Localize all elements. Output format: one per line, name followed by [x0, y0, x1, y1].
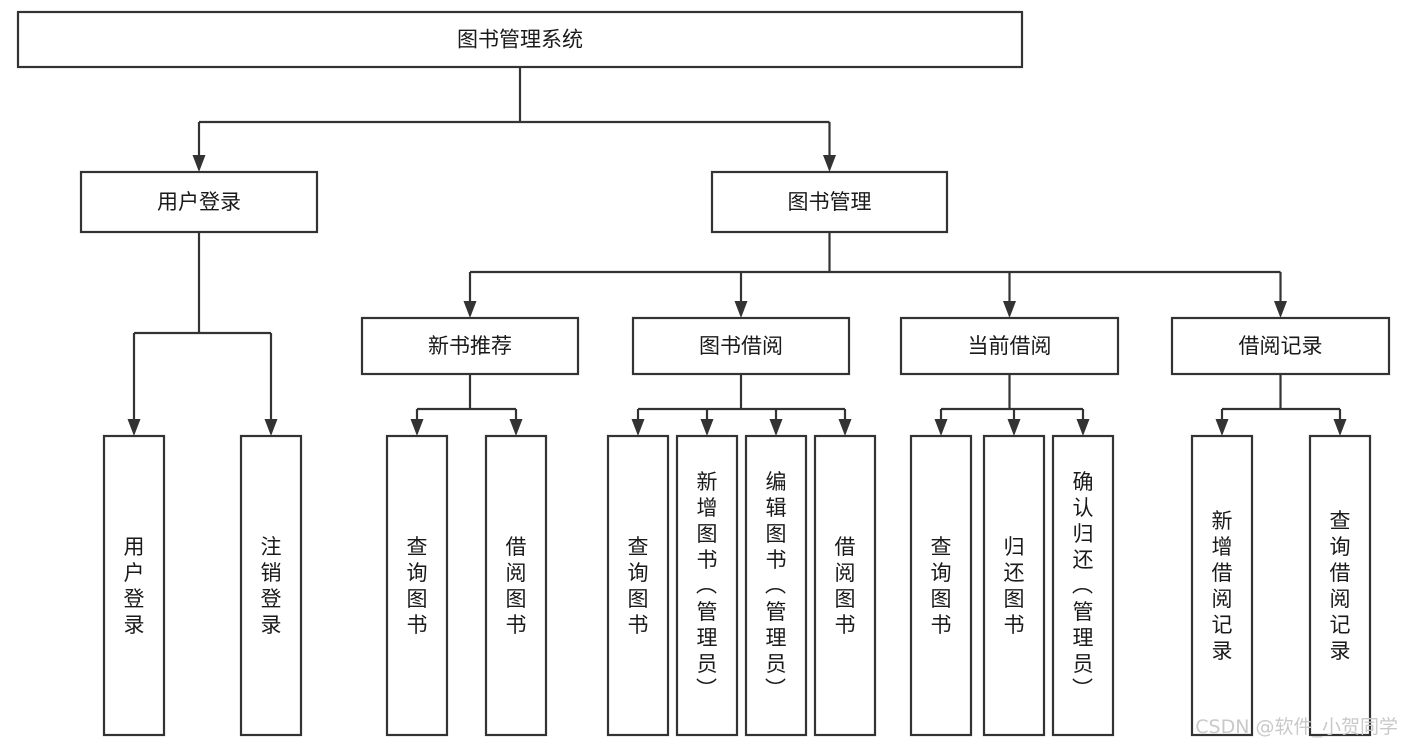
arrow-head [1007, 419, 1021, 436]
node-add-borrow-record[interactable]: 新增借阅记录 [1190, 434, 1254, 737]
arrow-head [410, 419, 424, 436]
arrow-head [127, 419, 141, 436]
node-box-query-book-3 [909, 434, 973, 737]
node-label-user-login-do: 用户登录 [124, 535, 145, 637]
arrow-head [734, 301, 748, 318]
nodes-layer: 图书管理系统用户登录图书管理用户登录注销登录新书推荐查询图书借阅图书图书借阅查询… [16, 10, 1391, 737]
node-label-add-book-admin: 新增图书（管理员） [696, 470, 718, 702]
node-box-return-book [982, 434, 1046, 737]
node-box-user-login-do [102, 434, 166, 737]
node-label-book-borrow: 图书借阅 [699, 334, 783, 358]
node-borrow-book-2[interactable]: 借阅图书 [813, 434, 877, 737]
node-label-new-book-recommend: 新书推荐 [428, 334, 512, 358]
node-label-query-book-2: 查询图书 [628, 535, 649, 637]
connectors-layer [127, 67, 1347, 436]
arrow-head [264, 419, 278, 436]
arrow-head [1076, 419, 1090, 436]
node-label-book-manage: 图书管理 [788, 190, 872, 214]
node-borrow-record[interactable]: 借阅记录 [1170, 316, 1391, 376]
node-box-current-borrow [899, 316, 1120, 376]
node-label-edit-book-admin: 编辑图书（管理员） [765, 470, 787, 702]
node-box-query-borrow-record [1308, 434, 1372, 737]
node-box-confirm-return-admin [1051, 434, 1115, 737]
arrow-head [838, 419, 852, 436]
node-box-book-manage [710, 170, 949, 234]
arrow-head [1003, 301, 1016, 318]
node-book-manage[interactable]: 图书管理 [710, 170, 949, 234]
arrow-head [1215, 419, 1229, 436]
node-user-logout[interactable]: 注销登录 [239, 434, 303, 737]
node-label-user-login: 用户登录 [157, 190, 241, 214]
arrow-head [934, 419, 948, 436]
node-query-book-1[interactable]: 查询图书 [385, 434, 449, 737]
arrow-head [192, 155, 206, 172]
node-label-confirm-return-admin: 确认归还（管理员） [1072, 470, 1094, 702]
node-box-user-logout [239, 434, 303, 737]
arrow-head [700, 419, 714, 436]
node-box-root [16, 10, 1024, 69]
node-user-login[interactable]: 用户登录 [79, 170, 319, 234]
node-label-root: 图书管理系统 [457, 28, 583, 52]
node-borrow-book-1[interactable]: 借阅图书 [484, 434, 548, 737]
node-label-current-borrow: 当前借阅 [968, 334, 1052, 358]
arrow-head [769, 419, 783, 436]
node-label-add-borrow-record: 新增借阅记录 [1212, 509, 1233, 663]
node-user-login-do[interactable]: 用户登录 [102, 434, 166, 737]
arrow-head [1333, 419, 1347, 436]
node-label-return-book: 归还图书 [1004, 535, 1025, 637]
node-label-query-book-3: 查询图书 [931, 535, 952, 637]
node-label-query-borrow-record: 查询借阅记录 [1330, 509, 1351, 663]
node-book-borrow[interactable]: 图书借阅 [631, 316, 851, 376]
node-edit-book-admin[interactable]: 编辑图书（管理员） [744, 434, 808, 737]
node-root[interactable]: 图书管理系统 [16, 10, 1024, 69]
arrow-head [1274, 301, 1287, 318]
node-box-add-book-admin [675, 434, 739, 737]
node-current-borrow[interactable]: 当前借阅 [899, 316, 1120, 376]
node-return-book[interactable]: 归还图书 [982, 434, 1046, 737]
node-box-borrow-record [1170, 316, 1391, 376]
node-confirm-return-admin[interactable]: 确认归还（管理员） [1051, 434, 1115, 737]
node-new-book-recommend[interactable]: 新书推荐 [360, 316, 580, 376]
node-label-query-book-1: 查询图书 [407, 535, 428, 637]
node-label-user-logout: 注销登录 [261, 535, 282, 637]
node-query-borrow-record[interactable]: 查询借阅记录 [1308, 434, 1372, 737]
arrow-head [631, 419, 645, 436]
arrow-head [823, 155, 836, 172]
node-box-borrow-book-1 [484, 434, 548, 737]
node-box-edit-book-admin [744, 434, 808, 737]
node-query-book-2[interactable]: 查询图书 [606, 434, 670, 737]
node-box-user-login [79, 170, 319, 234]
node-box-add-borrow-record [1190, 434, 1254, 737]
node-label-borrow-record: 借阅记录 [1239, 334, 1323, 358]
node-query-book-3[interactable]: 查询图书 [909, 434, 973, 737]
node-box-query-book-1 [385, 434, 449, 737]
node-box-new-book-recommend [360, 316, 580, 376]
node-add-book-admin[interactable]: 新增图书（管理员） [675, 434, 739, 737]
node-box-borrow-book-2 [813, 434, 877, 737]
csdn-watermark: CSDN @软件_小贺同学 [1195, 716, 1398, 738]
arrow-head [463, 301, 477, 318]
node-label-borrow-book-2: 借阅图书 [835, 535, 856, 637]
node-label-borrow-book-1: 借阅图书 [506, 535, 527, 637]
node-box-book-borrow [631, 316, 851, 376]
node-box-query-book-2 [606, 434, 670, 737]
arrow-head [509, 419, 523, 436]
